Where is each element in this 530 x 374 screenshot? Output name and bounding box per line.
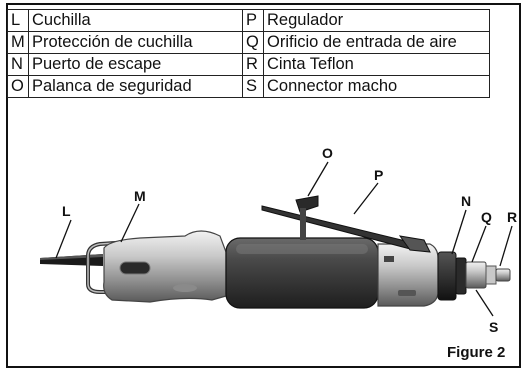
legend-code: Q [242, 31, 264, 54]
figure-caption: Figure 2 [447, 344, 506, 361]
front-housing-shape [103, 230, 227, 303]
callout-R: R [507, 209, 517, 225]
legend-code: O [7, 75, 29, 98]
callout-N: N [461, 193, 471, 209]
parts-legend-table: L Cuchilla P Regulador M Protección de c… [7, 9, 490, 98]
rear-housing-shape [377, 243, 439, 307]
blade-shape [40, 254, 103, 266]
table-row: N Puerto de escape R Cinta Teflon [7, 53, 490, 76]
callout-L: L [62, 203, 71, 219]
safety-lever-shape [295, 195, 319, 240]
exhaust-port-shape [437, 251, 467, 301]
callout-S: S [489, 319, 498, 335]
table-row: O Palanca de seguridad S Connector macho [7, 75, 490, 98]
grip-body-shape [225, 237, 379, 309]
callout-P: P [374, 167, 383, 183]
figure-frame [6, 3, 521, 368]
legend-label: Connector macho [263, 75, 490, 98]
callout-O: O [322, 145, 333, 161]
legend-label: Palanca de seguridad [28, 75, 243, 98]
callout-M: M [134, 188, 146, 204]
legend-label: Puerto de escape [28, 53, 243, 76]
callout-Q: Q [481, 209, 492, 225]
leader-lines [55, 161, 513, 317]
air-inlet-connector-shape [465, 261, 511, 289]
